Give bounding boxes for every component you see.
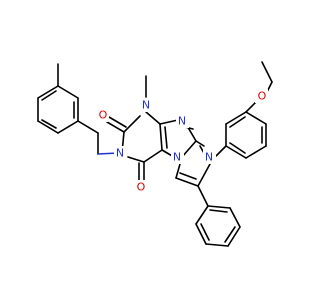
atom-label-n9: N [178,115,186,128]
c2-carbonyl-bond-b [108,116,127,128]
tolyl-ring [37,85,79,134]
atom-n-imidazo: N [203,150,216,164]
bond-layer [37,61,273,247]
ether-bond-c [261,61,273,83]
c2-carbonyl-bond-a [106,121,125,133]
atom-label-o-ether: O [258,90,267,103]
atom-n7: N [171,150,184,164]
atom-label-n3: N [116,147,124,160]
phenyl-ring [195,205,241,247]
pyrimidine-ring [121,111,168,163]
atom-n1: N [139,98,152,112]
phenyl-link-bond [197,185,209,207]
molecule-structure: N N N N N O O O [37,61,273,247]
atom-label-n7: N [173,151,181,164]
atom-o-c6: O [134,180,147,194]
atom-label-n1: N [142,99,150,112]
atom-o-ether: O [255,89,268,103]
atom-n3: N [114,146,127,160]
atom-label-o-c2: O [99,109,108,122]
ethoxyphenyl-ring [225,111,267,159]
atom-label-layer: N N N N N O O O [96,89,268,194]
atom-label-o-c6: O [137,181,146,194]
atom-o-c2: O [96,108,109,122]
atom-label-n-imidazo: N [205,151,213,164]
atom-n9: N [176,114,189,128]
benzyl-ch2-bond-a [77,120,99,134]
aryl-n-bond [215,145,227,157]
